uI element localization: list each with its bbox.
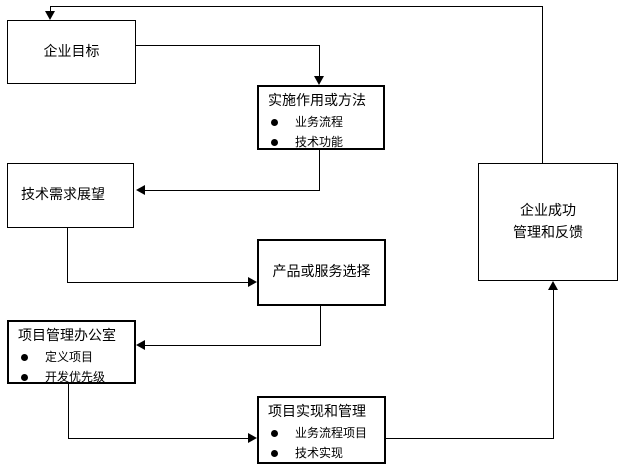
implementation-method-bullet-list: 业务流程 技术功能 (259, 115, 383, 149)
bullet-item: 技术实现 (259, 446, 384, 461)
connector-feedback-drop (50, 6, 51, 13)
node-pmo-label: 项目管理办公室 (18, 328, 116, 344)
bullet-icon (271, 139, 278, 146)
node-enterprise-success-label: 企业成功 管理和反馈 (513, 200, 583, 244)
connector-pmo-to-realization-horizontal (68, 438, 249, 439)
project-realization-bullet-list: 业务流程项目 技术实现 (259, 426, 384, 461)
node-enterprise-success-line1: 企业成功 (520, 203, 576, 219)
node-implementation-method: 实施作用或方法 业务流程 技术功能 (257, 85, 385, 150)
node-enterprise-success-line2: 管理和反馈 (513, 225, 583, 241)
arrowhead-left-icon (136, 340, 145, 350)
bullet-item: 开发优先级 (9, 370, 134, 384)
node-pmo: 项目管理办公室 定义项目 开发优先级 (7, 320, 136, 384)
connector-goals-to-method-vertical (319, 45, 320, 78)
bullet-item: 业务流程 (259, 115, 383, 130)
connector-selection-to-pmo-horizontal (144, 345, 321, 346)
arrowhead-right-icon (248, 277, 257, 287)
bullet-item-label: 业务流程 (295, 115, 344, 129)
bullet-icon (271, 450, 278, 457)
connector-goals-to-method-horizontal (136, 45, 320, 46)
bullet-icon (271, 119, 278, 126)
bullet-item: 业务流程项目 (259, 426, 384, 441)
node-product-service-selection: 产品或服务选择 (257, 239, 386, 306)
connector-outlook-to-selection-horizontal (67, 282, 249, 283)
bullet-icon (271, 430, 278, 437)
arrowhead-right-icon (248, 433, 257, 443)
connector-selection-to-pmo-vertical (320, 306, 321, 345)
node-enterprise-success: 企业成功 管理和反馈 (478, 163, 618, 281)
connector-feedback-vertical (542, 6, 543, 163)
node-enterprise-goals-label: 企业目标 (43, 43, 100, 60)
connector-method-to-outlook-vertical (319, 150, 320, 190)
connector-method-to-outlook-horizontal (144, 190, 320, 191)
bullet-item-label: 开发优先级 (45, 370, 106, 384)
arrowhead-up-icon (548, 281, 558, 290)
connector-realization-to-success-vertical (553, 289, 554, 439)
pmo-bullet-list: 定义项目 开发优先级 (9, 350, 134, 384)
node-enterprise-goals: 企业目标 (7, 20, 136, 84)
node-project-realization-label: 项目实现和管理 (268, 404, 366, 420)
arrowhead-down-icon (45, 11, 55, 20)
bullet-item-label: 技术功能 (295, 135, 344, 149)
bullet-item-label: 技术实现 (295, 446, 344, 460)
bullet-icon (21, 354, 28, 361)
node-tech-requirement-outlook-label: 技术需求展望 (21, 187, 105, 203)
arrowhead-left-icon (136, 185, 145, 195)
bullet-item: 定义项目 (9, 350, 134, 365)
connector-realization-to-success-horizontal (386, 438, 554, 439)
node-project-realization: 项目实现和管理 业务流程项目 技术实现 (257, 396, 386, 464)
connector-feedback-horizontal (50, 6, 543, 7)
arrowhead-down-icon (314, 76, 324, 85)
bullet-item-label: 定义项目 (45, 350, 94, 364)
node-tech-requirement-outlook: 技术需求展望 (7, 163, 134, 228)
node-product-service-selection-label: 产品或服务选择 (272, 264, 371, 280)
bullet-icon (21, 374, 28, 381)
bullet-item-label: 业务流程项目 (295, 426, 368, 440)
node-implementation-method-label: 实施作用或方法 (268, 93, 366, 109)
connector-outlook-to-selection-vertical (67, 228, 68, 282)
bullet-item: 技术功能 (259, 135, 383, 149)
connector-pmo-to-realization-vertical (68, 384, 69, 438)
